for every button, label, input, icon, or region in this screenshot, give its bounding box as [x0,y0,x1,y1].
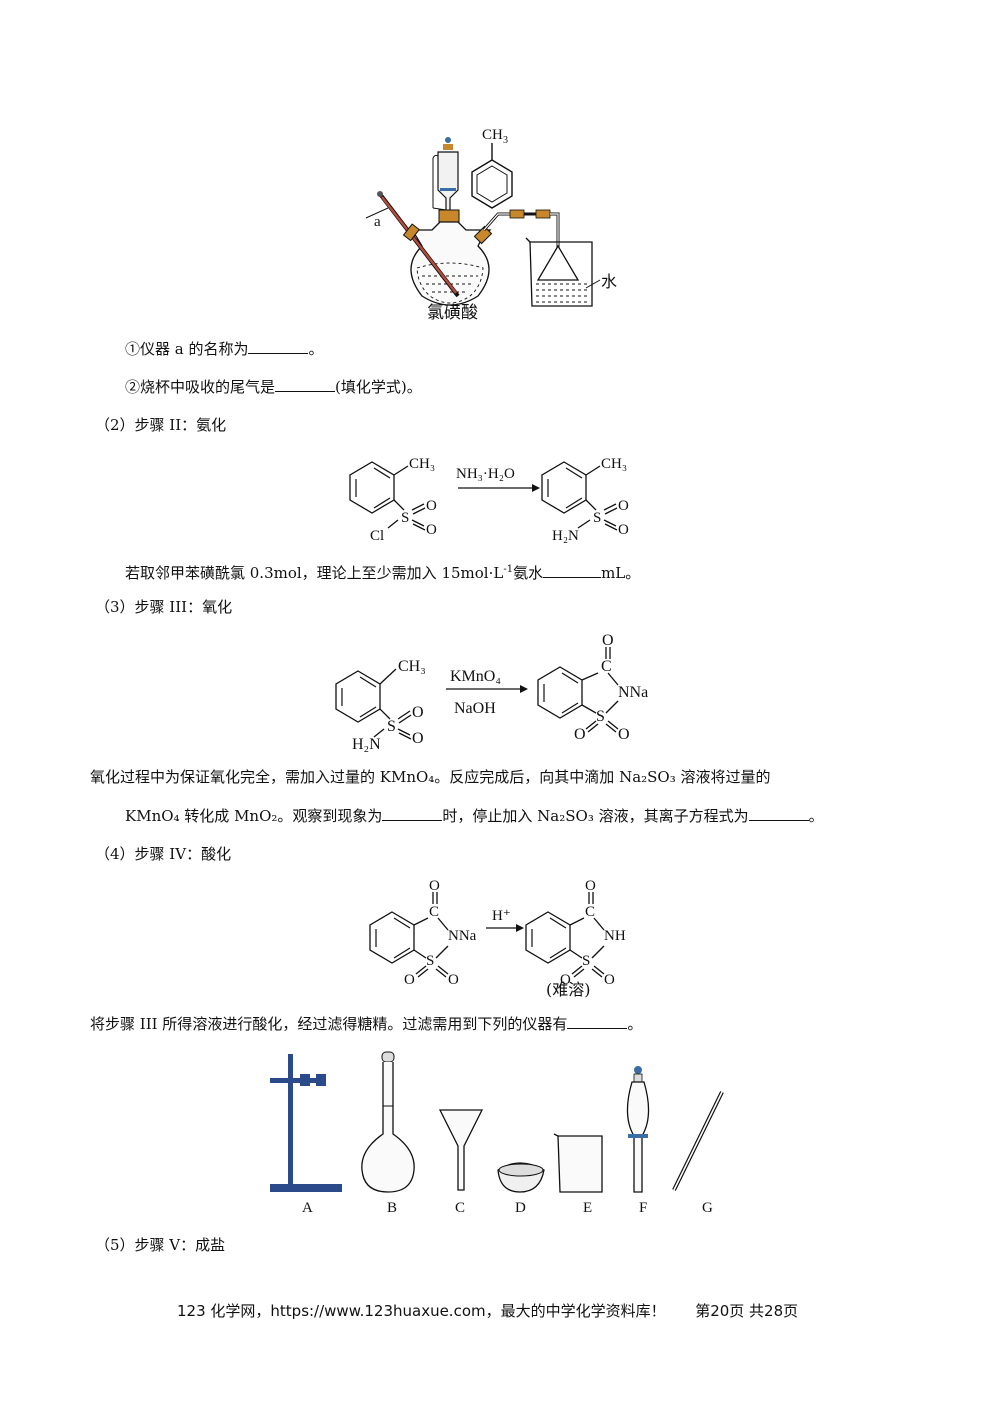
label-D: D [515,1200,526,1216]
step3-reaction: CH₃ S O O H₂N KMnO₄ NaOH O C NNa S O O [335,632,648,753]
step4-heading: （4）步骤 IV：酸化 [95,845,232,863]
iron-stand [270,1054,342,1192]
step3-reagent-top: KMnO₄ [450,668,501,685]
svg-text:O: O [618,522,629,538]
svg-text:S: S [582,953,590,969]
svg-text:S: S [401,510,409,526]
svg-text:S: S [426,953,434,969]
label-a: a [374,214,381,230]
thermometer [381,196,457,294]
svg-text:O: O [404,972,415,988]
label-C: C [455,1200,466,1216]
svg-text:O: O [618,498,629,514]
step2-reaction: CH₃ S O O Cl NH₃·H₂O CH₃ S O O H₂N [349,456,629,544]
svg-text:O: O [426,522,437,538]
inverted-funnel [536,244,580,281]
beaker [553,1133,603,1193]
svg-text:C: C [585,904,595,920]
label-A: A [302,1200,313,1216]
beaker [529,241,593,307]
label-B: B [387,1200,398,1216]
label-water: 水 [601,272,618,291]
label-E: E [583,1200,593,1216]
step4-reagent: H⁺ [492,908,511,924]
svg-text:Cl: Cl [370,528,384,544]
svg-text:3: 3 [503,135,508,146]
svg-text:CH₃: CH₃ [601,456,627,472]
apparatus-diagram: CH 3 a [365,127,601,307]
dropping-funnel [437,151,459,215]
svg-text:O: O [560,972,571,988]
svg-text:O: O [604,972,615,988]
step3-line2: KMnO₄ 转化成 MnO₂。观察到现象为时，停止加入 Na₂SO₃ 溶液，其离… [125,807,824,825]
svg-text:CH₃: CH₃ [398,658,426,675]
step4-reaction: O C NNa S O O H⁺ O C NH S O O [369,878,626,988]
ch3-label: CH [482,127,503,143]
svg-text:H₂N: H₂N [352,736,381,753]
svg-text:O: O [618,726,630,743]
svg-text:C: C [429,904,439,920]
svg-text:NNa: NNa [618,684,648,701]
svg-text:S: S [593,510,601,526]
footer-site-link[interactable]: 123 化学网，https://www.123huaxue.com，最大的中学化… [177,1302,666,1320]
q1-item2: ②烧杯中吸收的尾气是(填化学式)。 [125,378,422,396]
volumetric-flask [361,1051,415,1193]
instruments-row [270,1051,724,1193]
q1-item1: ①仪器 a 的名称为。 [125,340,324,358]
step3-heading: （3）步骤 III：氧化 [95,598,233,616]
svg-text:O: O [412,730,424,747]
svg-text:O: O [412,704,424,721]
glass-rod [672,1091,724,1191]
funnel [438,1109,484,1191]
page-footer: 123 化学网，https://www.123huaxue.com，最大的中学化… [177,1300,798,1321]
svg-text:S: S [387,718,396,735]
evaporating-dish [497,1162,545,1193]
svg-text:O: O [602,632,614,649]
svg-text:O: O [574,726,586,743]
benzene-ring [471,159,513,209]
label-reagent: 氯磺酸 [427,303,478,323]
svg-text:CH₃: CH₃ [409,456,435,472]
page-number: 第20页 共28页 [695,1302,799,1320]
step4-sentence: 将步骤 III 所得溶液进行酸化，经过滤得糖精。过滤需用到下列的仪器有。 [90,1015,643,1033]
svg-text:NNa: NNa [448,928,477,944]
step3-reagent-bottom: NaOH [454,700,496,717]
svg-text:H₂N: H₂N [552,528,579,544]
separatory-funnel [626,1066,650,1193]
svg-text:O: O [426,498,437,514]
svg-text:C: C [601,658,612,675]
step2-reagent: NH₃·H₂O [456,466,515,482]
svg-text:NH: NH [604,928,626,944]
stopcock-knob [445,137,451,143]
step3-line1: 氧化过程中为保证氧化完全，需加入过量的 KMnO₄。反应完成后，向其中滴加 Na… [90,768,771,786]
svg-text:O: O [429,878,440,894]
svg-text:O: O [448,972,459,988]
step2-heading: （2）步骤 II：氨化 [95,416,227,434]
label-G: G [702,1200,713,1216]
svg-text:O: O [585,878,596,894]
step5-heading: （5）步骤 V：成盐 [95,1236,226,1254]
svg-text:S: S [596,708,605,725]
step4-note: (难溶) [546,980,591,999]
label-F: F [639,1200,648,1216]
